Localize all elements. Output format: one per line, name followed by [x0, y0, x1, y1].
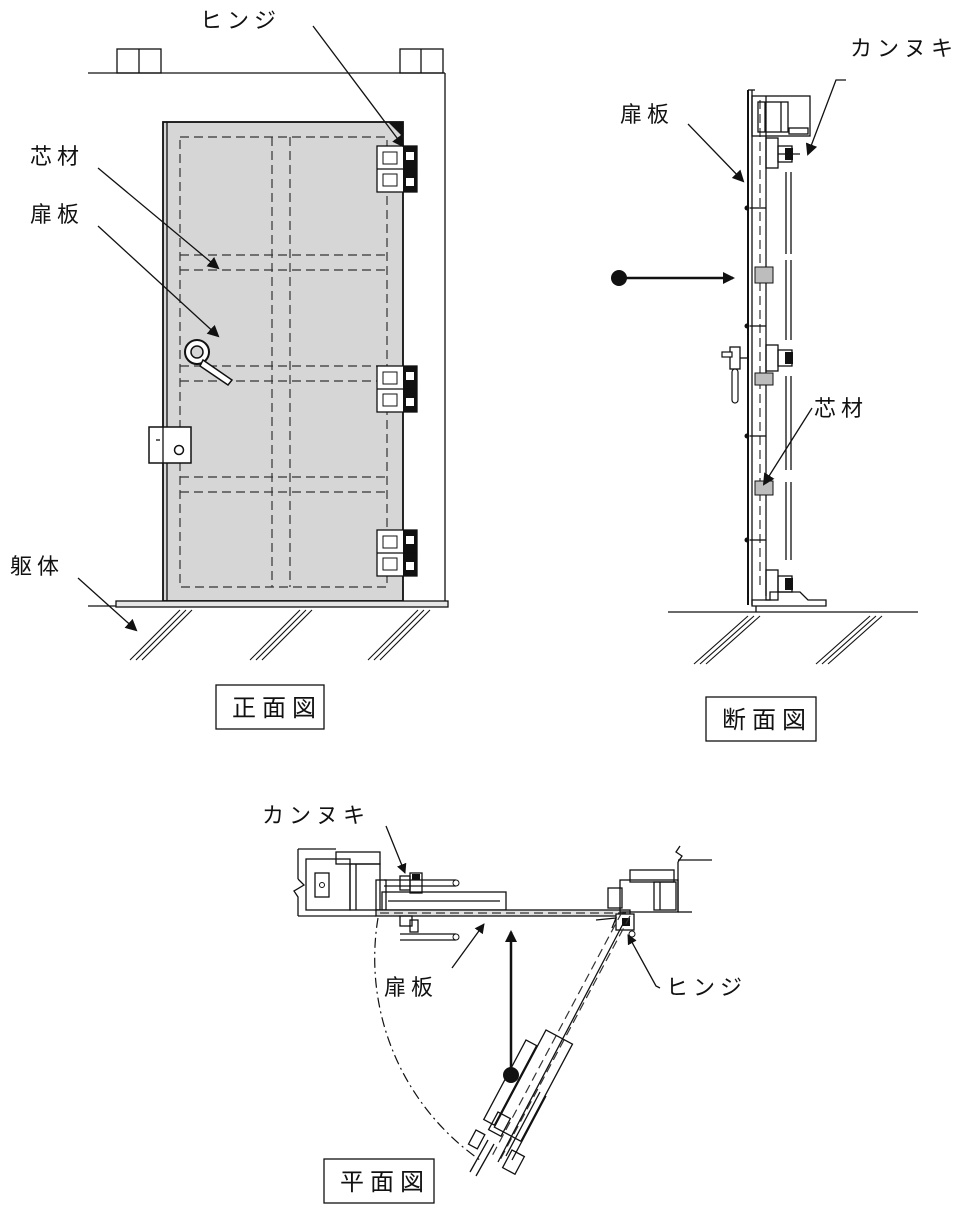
front-view-caption: 正面図 — [232, 694, 322, 722]
plan-door-open — [467, 911, 631, 1177]
front-body-label: 躯体 — [10, 555, 64, 580]
plan-swing-arc — [374, 917, 481, 1161]
section-core-label: 芯材 — [814, 397, 868, 422]
section-fasteners — [744, 205, 766, 543]
section-bolt-label: カンヌキ — [850, 37, 958, 62]
section-ground-hatch — [693, 615, 883, 665]
front-door-panel-label: 扉板 — [30, 203, 84, 228]
plan-view-caption: 平面図 — [340, 1168, 430, 1196]
front-hinge-middle — [376, 365, 418, 413]
front-view: ヒンジ 芯材 扉板 躯体 正面図 — [10, 9, 449, 730]
section-handle-icon — [721, 346, 748, 404]
front-hinge-top — [376, 145, 418, 193]
plan-door-panel — [375, 909, 631, 917]
front-handle-icon — [184, 339, 234, 387]
plan-view: カンヌキ 扉板 ヒンジ 平面図 — [262, 804, 747, 1204]
plan-hinge-label: ヒンジ — [666, 976, 747, 1001]
front-ground-hatch — [129, 609, 431, 661]
front-hinge-label: ヒンジ — [200, 9, 281, 34]
section-view-caption: 断面図 — [722, 706, 812, 734]
section-core-upper — [754, 266, 774, 284]
front-lock-icon — [148, 426, 192, 464]
front-hinge-bottom — [376, 529, 418, 577]
plan-door-panel-label: 扉板 — [384, 976, 438, 1001]
section-view: 扉板 カンヌキ 芯材 断面図 — [611, 37, 958, 742]
section-core-middle — [754, 372, 774, 386]
section-door-panel-label: 扉板 — [620, 103, 674, 128]
front-core-label: 芯材 — [30, 145, 84, 170]
plan-bolt-label: カンヌキ — [262, 804, 370, 829]
